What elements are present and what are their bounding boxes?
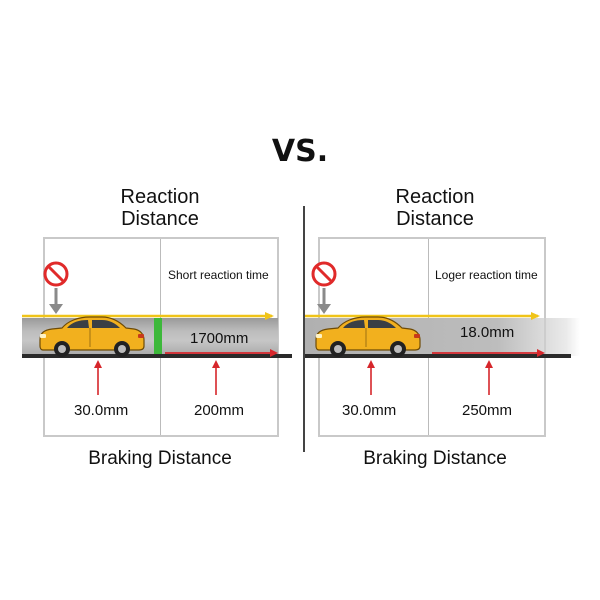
left-no-entry-sign-icon [43,261,69,287]
right-reaction-value: 30.0mm [342,402,397,419]
right-braking-value: 250mm [462,402,513,419]
vs-heading: VS. [271,134,329,169]
left-stop-marker [154,318,162,354]
right-pointer-arrow [317,288,331,314]
center-divider [303,206,305,452]
left-title-line1: Reaction [120,186,200,208]
right-title-line2: Distance [396,208,474,230]
left-pointer-arrow [49,288,63,314]
left-reaction-note: Short reaction time [168,268,269,282]
left-car-icon [39,316,145,358]
left-title-line2: Distance [121,208,199,230]
right-no-entry-sign-icon [311,261,337,287]
left-bottom-title: Braking Distance [88,448,232,469]
right-reaction-note: Loger reaction time [435,268,538,282]
right-title-line1: Reaction [395,186,475,208]
left-distance-label: 1700mm [190,330,249,347]
left-panel: Reaction Distance Short reaction time 17… [22,186,292,469]
left-title: Reaction Distance [60,186,260,230]
right-bottom-title: Braking Distance [363,448,507,469]
right-curb [305,354,571,358]
left-reaction-value: 30.0mm [74,402,129,419]
left-curb [22,354,292,358]
right-title: Reaction Distance [335,186,535,230]
right-distance-label: 18.0mm [460,324,515,341]
left-braking-value: 200mm [194,402,245,419]
right-car-icon [315,316,421,358]
